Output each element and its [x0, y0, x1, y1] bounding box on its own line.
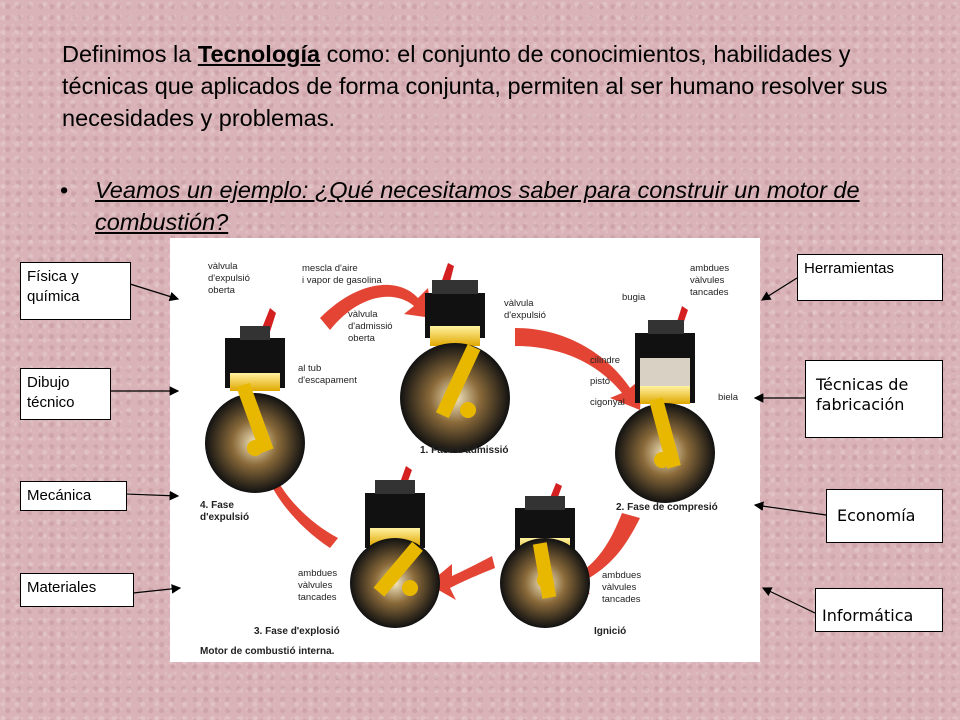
- label-exhaust-open-2: d'expulsió: [208, 273, 250, 284]
- label-valves-closed-c1: ambdues: [602, 570, 641, 581]
- label-intake-open-2: d'admissió: [348, 321, 393, 332]
- label-valves-closed-b2: vàlvules: [298, 580, 333, 591]
- label-valves-closed-b3: tancades: [298, 592, 337, 603]
- label-mixture-2: i vapor de gasolina: [302, 275, 382, 286]
- engine-diagram-svg: vàlvula d'expulsió oberta mescla d'aire …: [200, 261, 739, 657]
- label-ignition: Ignició: [594, 626, 626, 637]
- label-fisica-quimica: Física y química: [20, 262, 131, 320]
- engine-diagram: vàlvula d'expulsió oberta mescla d'aire …: [170, 238, 760, 662]
- label-exhaust-open-3: oberta: [208, 285, 236, 296]
- label-valves-closed-2: vàlvules: [690, 275, 725, 286]
- label-phase-4a: 4. Fase: [200, 500, 234, 511]
- example-bullet: • Veamos un ejemplo: ¿Qué necesitamos sa…: [60, 174, 920, 238]
- label-phase-3: 3. Fase d'explosió: [254, 626, 340, 637]
- label-connecting-rod: biela: [718, 392, 739, 403]
- label-crankshaft: cigonyal: [590, 397, 625, 408]
- label-exhaust-valve-2: d'expulsió: [504, 310, 546, 321]
- label-phase-1: 1. Fase d'admissió: [420, 445, 509, 456]
- engine-stroke-exhaust-top: [205, 308, 305, 493]
- label-exhaust-pipe-1: al tub: [298, 363, 321, 374]
- label-mixture-1: mescla d'aire: [302, 263, 358, 274]
- label-informatica: Informática: [815, 588, 943, 632]
- label-phase-2: 2. Fase de compresió: [616, 502, 718, 513]
- label-valves-closed-c2: vàlvules: [602, 582, 637, 593]
- label-exhaust-open-1: vàlvula: [208, 261, 238, 272]
- example-question: Veamos un ejemplo: ¿Qué necesitamos sabe…: [95, 177, 860, 235]
- definition-prefix: Definimos la: [62, 41, 198, 67]
- diagram-caption: Motor de combustió interna.: [200, 646, 335, 657]
- label-valves-closed-c3: tancades: [602, 594, 641, 605]
- label-mecanica: Mecánica: [20, 481, 127, 511]
- label-intake-open-1: vàlvula: [348, 309, 378, 320]
- label-intake-open-3: oberta: [348, 333, 376, 344]
- label-piston: pistó: [590, 376, 610, 387]
- bullet-icon: •: [60, 177, 69, 203]
- label-phase-4b: d'expulsió: [200, 512, 249, 523]
- label-valves-closed-b1: ambdues: [298, 568, 337, 579]
- engine-stroke-ignition: [500, 483, 590, 628]
- label-exhaust-pipe-2: d'escapament: [298, 375, 357, 386]
- engine-stroke-exhaust-bottom: [350, 466, 440, 628]
- label-materiales: Materiales: [20, 573, 134, 607]
- definition-suffix: como: el conjunto de conocimientos, habi…: [62, 41, 888, 131]
- engine-stroke-compression-top: [615, 306, 715, 503]
- definition-text: Definimos la Tecnología como: el conjunt…: [62, 38, 922, 134]
- label-tecnicas-fabricacion: Técnicas de fabricación: [805, 360, 943, 438]
- label-dibujo-tecnico: Dibujo técnico: [20, 368, 111, 420]
- label-valves-closed-1: ambdues: [690, 263, 729, 274]
- label-herramientas: Herramientas: [797, 254, 943, 301]
- definition-keyword: Tecnología: [197, 41, 321, 67]
- label-exhaust-valve-1: vàlvula: [504, 298, 534, 309]
- label-economia: Economía: [826, 489, 943, 543]
- label-spark-plug: bugia: [622, 292, 646, 303]
- engine-stroke-intake: [400, 263, 510, 453]
- label-cylinder: cilindre: [590, 355, 620, 366]
- label-valves-closed-3: tancades: [690, 287, 729, 298]
